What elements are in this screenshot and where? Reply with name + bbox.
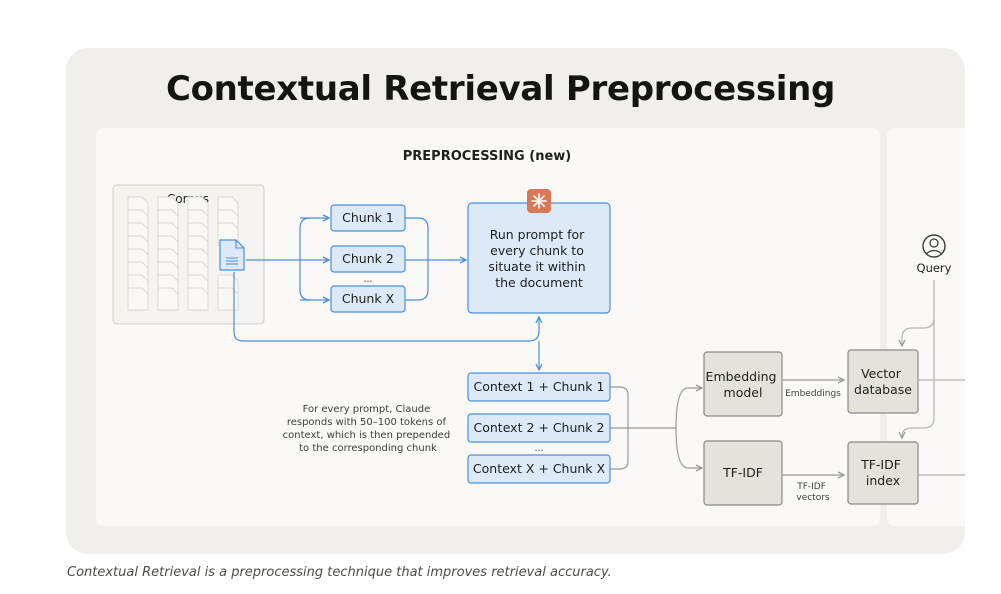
chunk-ellipsis: ... bbox=[363, 274, 372, 285]
frame-right-gutter bbox=[965, 48, 1001, 554]
corpus-documents bbox=[127, 196, 239, 311]
section-label: PREPROCESSING (new) bbox=[403, 149, 571, 164]
vector-db-line-2: database bbox=[854, 382, 912, 397]
document-to-prompt-connector bbox=[233, 272, 539, 342]
user-circle-icon bbox=[922, 234, 946, 258]
context-1-label: Context 1 + Chunk 1 bbox=[474, 379, 605, 394]
note-line-2: responds with 50–100 tokens of bbox=[287, 417, 447, 428]
corpus-document-icon bbox=[187, 287, 209, 311]
note-line-1: For every prompt, Claude bbox=[303, 404, 431, 415]
tfidf-vectors-line-1: TF-IDF bbox=[796, 482, 826, 492]
note-line-3: context, which is then prepended bbox=[283, 430, 451, 441]
tfidf-index-line-2: index bbox=[866, 473, 900, 488]
corpus-to-chunks-connector bbox=[246, 218, 329, 300]
corpus-document-icon bbox=[157, 287, 179, 311]
diagram-title: Contextual Retrieval Preprocessing bbox=[165, 69, 836, 109]
corpus-document-icon bbox=[217, 287, 239, 311]
chunk-x-label: Chunk X bbox=[342, 291, 395, 306]
claude-starburst-icon bbox=[527, 189, 551, 213]
query-connectors bbox=[902, 280, 965, 476]
embedding-model-label: Embedding model bbox=[706, 369, 781, 400]
prompt-line-3: situate it within bbox=[488, 259, 585, 274]
tfidf-index-label: TF-IDF index bbox=[860, 457, 905, 488]
prompt-line-2: every chunk to bbox=[490, 243, 584, 258]
prompt-text: Run prompt for every chunk to situate it… bbox=[488, 227, 589, 290]
vector-db-line-1: Vector bbox=[861, 366, 902, 381]
tfidf-vectors-label: TF-IDF vectors bbox=[796, 482, 830, 503]
corpus-document-icon bbox=[127, 287, 149, 311]
embedding-model-box bbox=[703, 351, 783, 417]
prompt-line-4: the document bbox=[495, 275, 583, 290]
prompt-box bbox=[467, 202, 611, 314]
claude-note: For every prompt, Claude responds with 5… bbox=[283, 404, 454, 454]
runtime-panel bbox=[887, 128, 965, 526]
vector-database-label: Vector database bbox=[854, 366, 912, 397]
chunks-to-prompt-connector bbox=[405, 217, 466, 301]
tfidf-label: TF-IDF bbox=[722, 465, 763, 480]
tfidf-vectors-line-2: vectors bbox=[796, 493, 830, 503]
chunk-x-box bbox=[330, 285, 406, 313]
context-ellipsis: ... bbox=[534, 443, 543, 454]
chunk-1-label: Chunk 1 bbox=[342, 210, 394, 225]
context-x-label: Context X + Chunk X bbox=[473, 461, 606, 476]
figure-caption: Contextual Retrieval is a preprocessing … bbox=[67, 565, 612, 580]
document-icon bbox=[219, 239, 245, 271]
chunk-2-box bbox=[330, 245, 406, 273]
embedding-model-line-1: Embedding bbox=[706, 369, 777, 384]
embeddings-label: Embeddings bbox=[785, 389, 841, 399]
tfidf-index-box bbox=[847, 441, 919, 505]
prompt-line-1: Run prompt for bbox=[490, 227, 585, 242]
note-line-4: to the corresponding chunk bbox=[299, 443, 437, 454]
tfidf-box bbox=[703, 440, 783, 506]
contexts-merge-connector bbox=[610, 387, 702, 469]
tfidf-index-line-1: TF-IDF bbox=[860, 457, 901, 472]
chunk-2-label: Chunk 2 bbox=[342, 251, 394, 266]
embedding-model-line-2: model bbox=[724, 385, 763, 400]
vector-database-box bbox=[847, 349, 919, 414]
query-label: Query bbox=[917, 261, 952, 275]
preprocessing-panel bbox=[96, 128, 880, 526]
context-2-label: Context 2 + Chunk 2 bbox=[474, 420, 605, 435]
